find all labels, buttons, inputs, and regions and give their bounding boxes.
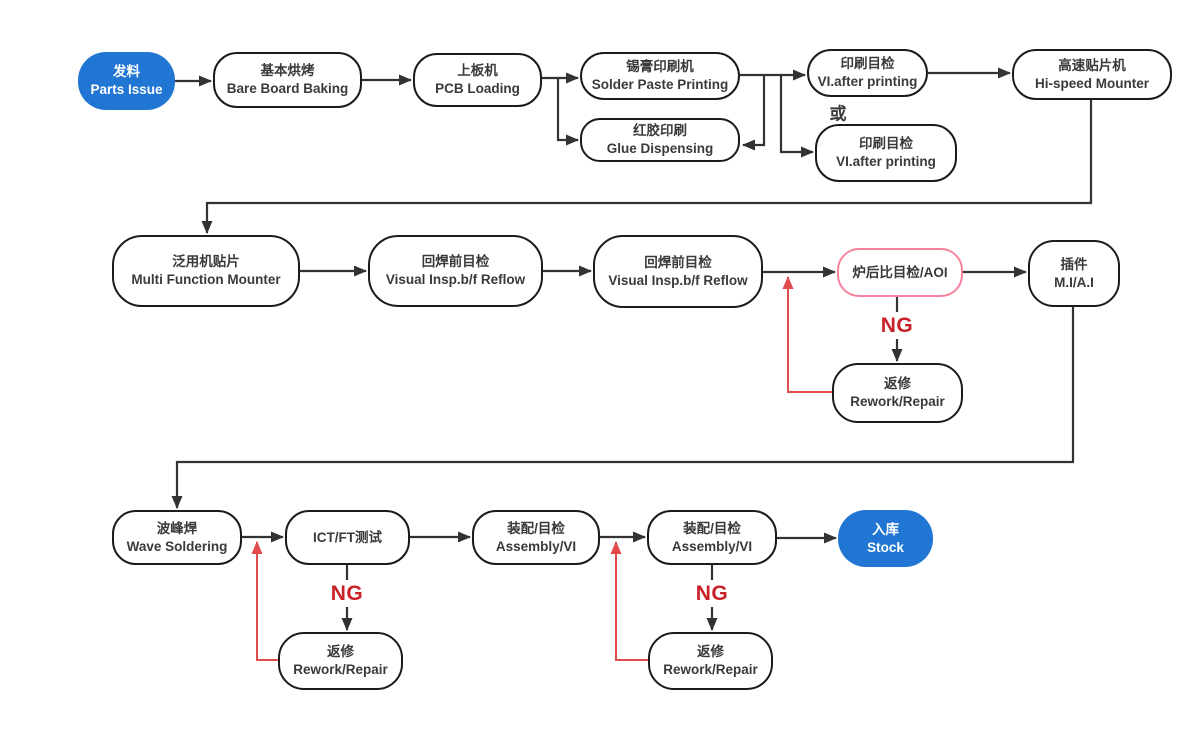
node-visual-insp-reflow-2-label-zh: 回焊前目检 (644, 254, 712, 270)
node-visual-insp-reflow-2-label-en: Visual Insp.b/f Reflow (608, 272, 748, 288)
node-rework-assembly: 返修 Rework/Repair (648, 632, 773, 690)
connector-rework-assembly-return (610, 541, 648, 661)
node-rework-wave-label-en: Rework/Repair (293, 662, 388, 677)
node-vi-after-printing-2-label-en: VI.after printing (836, 154, 936, 169)
node-vi-after-printing-1-label-zh: 印刷目检 (840, 56, 895, 72)
node-wave-soldering-label-en: Wave Soldering (126, 538, 228, 554)
node-visual-insp-reflow-1: 回焊前目检 Visual Insp.b/f Reflow (368, 235, 543, 307)
node-ict-ft-test-label: ICT/FT测试 (313, 529, 382, 545)
node-vi-after-printing-2: 印刷目检 VI.after printing (815, 124, 957, 182)
node-bare-board-baking-label-zh: 基本烘烤 (260, 63, 315, 79)
node-wave-soldering-label-zh: 波峰焊 (156, 520, 198, 536)
node-solder-paste-printing-label-zh: 锡膏印刷机 (626, 59, 694, 75)
node-solder-paste-printing: 锡膏印刷机 Solder Paste Printing (580, 52, 740, 100)
node-assembly-vi-2: 装配/目检 Assembly/VI (647, 510, 777, 565)
ng-label-wave: NG (330, 582, 364, 605)
node-parts-issue-label-zh: 发料 (113, 64, 140, 80)
node-rework-smt: 返修 Rework/Repair (832, 363, 963, 423)
node-multi-function-mounter-label-en: Multi Function Mounter (131, 272, 281, 287)
node-stock-label-zh: 入库 (872, 521, 899, 537)
node-stock-label-en: Stock (867, 539, 904, 555)
node-vi-after-printing-1: 印刷目检 VI.after printing (807, 49, 928, 97)
node-mi-ai-label-zh: 插件 (1060, 256, 1088, 272)
node-assembly-vi-2-label-en: Assembly/VI (671, 538, 753, 554)
node-hi-speed-mounter: 高速贴片机 Hi-speed Mounter (1012, 49, 1172, 100)
node-assembly-vi-1: 装配/目检 Assembly/VI (472, 510, 600, 565)
node-glue-dispensing-label-en: Glue Dispensing (606, 141, 714, 156)
node-rework-smt-label-zh: 返修 (884, 376, 911, 392)
ng-label-assembly: NG (695, 582, 729, 605)
or-label: 或 (829, 104, 847, 124)
node-rework-assembly-label-en: Rework/Repair (663, 662, 758, 677)
node-rework-assembly-label-zh: 返修 (697, 644, 724, 660)
node-visual-insp-reflow-1-label-en: Visual Insp.b/f Reflow (385, 272, 526, 287)
ng-label-smt: NG (880, 314, 914, 337)
node-hi-speed-mounter-label-zh: 高速贴片机 (1058, 57, 1126, 73)
connector-branch-vi2 (779, 75, 814, 158)
node-vi-after-printing-1-label-en: VI.after printing (817, 74, 918, 89)
node-parts-issue-label-en: Parts Issue (90, 82, 163, 97)
connector-rework-wave-return (251, 541, 278, 661)
node-ict-ft-test: ICT/FT测试 (285, 510, 410, 565)
node-aoi-inspection: 炉后比目检/AOI (837, 248, 963, 297)
node-rework-wave: 返修 Rework/Repair (278, 632, 403, 690)
node-pcb-loading-label-en: PCB Loading (435, 81, 520, 96)
node-visual-insp-reflow-1-label-zh: 回焊前目检 (421, 254, 490, 270)
node-glue-dispensing: 红胶印刷 Glue Dispensing (580, 118, 740, 162)
node-mi-ai-label-en: M.I/A.I (1054, 274, 1094, 290)
node-parts-issue: 发料 Parts Issue (78, 52, 175, 110)
connector-rework-smt-return (782, 276, 832, 393)
node-aoi-inspection-label: 炉后比目检/AOI (852, 264, 948, 280)
node-assembly-vi-2-label-zh: 装配/目检 (683, 520, 741, 536)
node-stock: 入库 Stock (838, 510, 933, 567)
node-solder-paste-printing-label-en: Solder Paste Printing (591, 77, 729, 92)
node-mi-ai: 插件 M.I/A.I (1028, 240, 1120, 307)
connector-branch-gluedispensing (742, 75, 766, 151)
node-pcb-loading-label-zh: 上板机 (457, 63, 498, 79)
node-vi-after-printing-2-label-zh: 印刷目检 (859, 136, 913, 152)
node-assembly-vi-1-label-en: Assembly/VI (495, 538, 577, 554)
connector-miai-wavesoldering (171, 307, 1075, 509)
node-glue-dispensing-label-zh: 红胶印刷 (633, 123, 687, 139)
node-rework-smt-label-en: Rework/Repair (850, 394, 945, 409)
node-multi-function-mounter-label-zh: 泛用机贴片 (172, 254, 240, 270)
node-visual-insp-reflow-2: 回焊前目检 Visual Insp.b/f Reflow (593, 235, 763, 308)
node-hi-speed-mounter-label-en: Hi-speed Mounter (1034, 75, 1149, 91)
node-multi-function-mounter: 泛用机贴片 Multi Function Mounter (112, 235, 300, 307)
node-pcb-loading: 上板机 PCB Loading (413, 53, 542, 107)
connector-pcbloading-gluedispensing (556, 78, 579, 146)
connector-hispeed-multifunction (201, 100, 1093, 234)
node-bare-board-baking-label-en: Bare Board Baking (226, 81, 349, 96)
node-rework-wave-label-zh: 返修 (327, 644, 354, 660)
node-bare-board-baking: 基本烘烤 Bare Board Baking (213, 52, 362, 108)
node-assembly-vi-1-label-zh: 装配/目检 (507, 520, 565, 536)
node-wave-soldering: 波峰焊 Wave Soldering (112, 510, 242, 565)
